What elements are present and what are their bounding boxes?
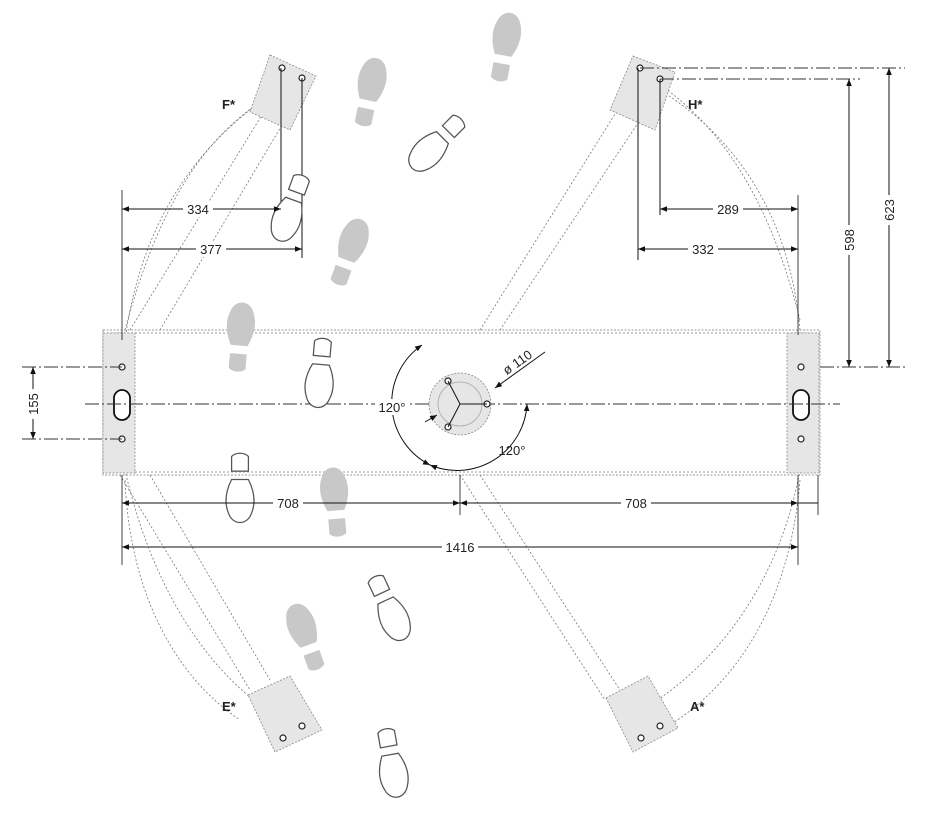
pad-labels: F* H* E* A*	[222, 97, 705, 714]
pad-E	[247, 675, 323, 753]
pad-H	[609, 55, 676, 260]
dimension-labels: 334 377 289 332 598 623 155 708 708 1416…	[25, 195, 897, 555]
dim-289: 289	[717, 202, 739, 217]
dim-598: 598	[842, 229, 857, 251]
dim-623: 623	[882, 199, 897, 221]
dim-155: 155	[26, 393, 41, 415]
right-slot	[792, 389, 810, 421]
dim-377: 377	[200, 242, 222, 257]
dim-708-left: 708	[277, 496, 299, 511]
swing-arcs	[119, 74, 801, 726]
dim-1416: 1416	[446, 540, 475, 555]
dim-332: 332	[692, 242, 714, 257]
dim-angle-top: 120°	[379, 400, 406, 415]
dimension-lines	[22, 67, 905, 565]
dim-708-right: 708	[625, 496, 647, 511]
pad-label-E: E*	[222, 699, 237, 714]
dim-334: 334	[187, 202, 209, 217]
pad-label-H: H*	[688, 97, 703, 112]
left-slot	[113, 389, 131, 421]
dim-angle-bottom: 120°	[499, 443, 526, 458]
pad-A	[605, 675, 679, 753]
dim-diameter: ø 110	[500, 347, 535, 378]
pad-label-A: A*	[690, 699, 705, 714]
pad-label-F: F*	[222, 97, 236, 112]
central-column	[391, 344, 546, 471]
pad-F	[249, 54, 317, 258]
